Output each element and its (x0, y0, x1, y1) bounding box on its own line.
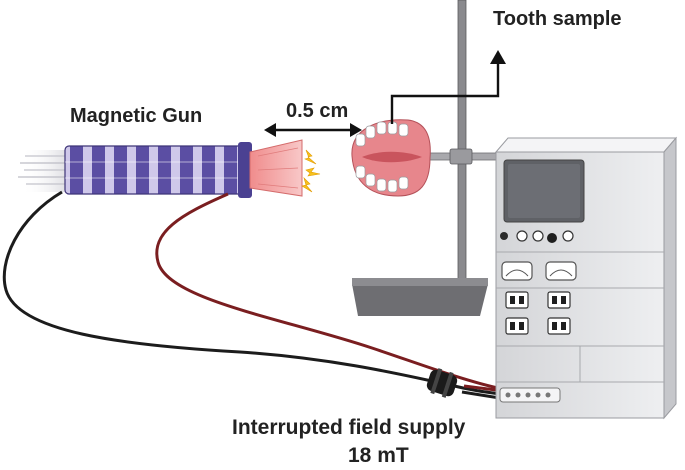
gun-fiber-tail (18, 150, 70, 192)
gun-coil (64, 142, 252, 198)
stand-base (352, 284, 488, 316)
tooth-sample-label: Tooth sample (493, 8, 622, 30)
distance-label: 0.5 cm (286, 100, 348, 122)
magnetic-gun (18, 139, 321, 198)
tooth-sample-model (351, 119, 431, 197)
cable-choke (426, 368, 458, 398)
spark-icon (301, 149, 321, 193)
power-supply-device (494, 136, 678, 420)
field-strength-label: 18 mT (348, 444, 409, 467)
tooth-sample-pointer-head (490, 50, 506, 64)
retort-stand (352, 0, 505, 316)
red-cable (155, 192, 499, 390)
tooth-sample-pointer (390, 60, 500, 124)
knob-icon (500, 230, 574, 243)
magnetic-gun-label: Magnetic Gun (70, 105, 202, 127)
field-beam-cone (249, 139, 303, 197)
supply-label: Interrupted field supply (232, 416, 466, 439)
distance-arrow (264, 123, 362, 137)
meter-icon (501, 261, 577, 281)
